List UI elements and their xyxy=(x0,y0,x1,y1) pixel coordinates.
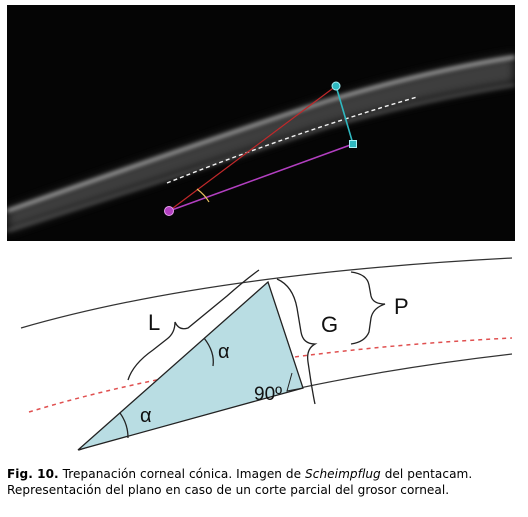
p-brace xyxy=(350,271,386,345)
caption-text-before: Trepanación corneal cónica. Imagen de xyxy=(58,467,306,481)
right-angle-mark xyxy=(286,372,304,392)
alpha-arc-top xyxy=(203,337,214,367)
l-brace xyxy=(127,269,260,381)
label-l: L xyxy=(148,310,160,335)
schematic-diagram: L G P α α 90º xyxy=(7,252,515,454)
cornea-anterior-edge xyxy=(7,55,515,213)
alpha-arc-bottom xyxy=(119,412,129,439)
magenta-measure-line xyxy=(168,143,354,212)
cyan-measure-line xyxy=(335,85,354,145)
caption-text-after: del pentacam. Representación del plano e… xyxy=(7,467,473,497)
marker-square xyxy=(349,140,357,148)
marker-apex xyxy=(331,81,341,91)
label-alpha-bottom: α xyxy=(140,405,152,427)
trepanation-triangle xyxy=(77,280,304,451)
g-brace xyxy=(276,278,318,405)
figure-caption: Fig. 10. Trepanación corneal cónica. Ima… xyxy=(7,466,519,498)
caption-emphasis: Scheimpflug xyxy=(305,467,381,481)
schematic-graphic: L G P α α 90º xyxy=(20,257,513,451)
cornea-band xyxy=(7,55,515,231)
scheimpflug-graphic xyxy=(7,55,515,232)
angle-arc xyxy=(196,188,210,203)
label-g: G xyxy=(321,312,338,337)
anterior-surface xyxy=(20,257,513,329)
red-measure-line xyxy=(168,85,337,212)
marker-vertex xyxy=(164,206,174,216)
cornea-posterior-edge xyxy=(7,84,515,232)
label-alpha-top: α xyxy=(218,341,230,363)
label-p: P xyxy=(394,294,409,319)
scheimpflug-image xyxy=(7,5,515,241)
label-right-angle: 90º xyxy=(254,384,282,405)
figure-label: Fig. 10. xyxy=(7,467,59,481)
